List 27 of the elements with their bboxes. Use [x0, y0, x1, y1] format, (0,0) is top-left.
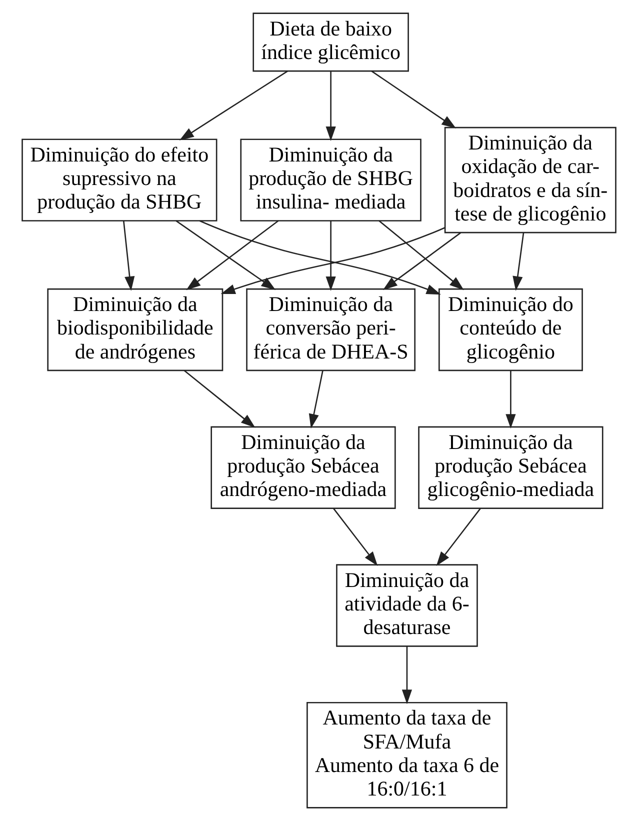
node-box: Dieta de baixo índice glicêmico — [252, 12, 409, 72]
arrow — [333, 508, 378, 566]
arrow — [179, 70, 288, 140]
node-box: Diminuição do efeito supressivo na produção da SHBG — [22, 138, 218, 222]
node-box: Aumento da taxa de SFA/Mufa Aumento da taxa 6 de 16:0/16:1 — [306, 702, 508, 808]
node-box: Diminuição da oxidação de car- boidratos e da sín- tese de glicogênio — [444, 126, 616, 234]
node-box: Diminuição da conversão peri- férica de DHEA-S — [246, 288, 416, 372]
node-box: Diminuição da produção de SHBG insulina- mediada — [240, 138, 422, 222]
node-box: Diminuição da produção Sebácea glicogênio-mediada — [418, 426, 604, 509]
node-box: Diminuição da produção Sebácea andrógeno-mediada — [210, 426, 396, 509]
arrow — [326, 72, 336, 141]
arrow — [378, 220, 464, 290]
arrow — [123, 220, 135, 291]
node-box: Diminuição da atividade da 6- desaturase — [336, 564, 478, 647]
arrow — [326, 220, 336, 291]
node-box: Diminuição da biodisponibilidade de andrógenes — [47, 288, 224, 372]
arrow — [512, 232, 524, 291]
arrow — [220, 227, 446, 294]
arrow — [199, 220, 441, 295]
arrow — [402, 646, 412, 704]
arrow — [506, 370, 516, 429]
arrow — [382, 232, 461, 290]
arrow — [308, 370, 324, 428]
arrow — [371, 70, 456, 128]
arrow — [184, 370, 256, 428]
node-box: Diminuição do conteúdo de glicogênio — [438, 288, 583, 372]
arrow — [436, 508, 481, 566]
